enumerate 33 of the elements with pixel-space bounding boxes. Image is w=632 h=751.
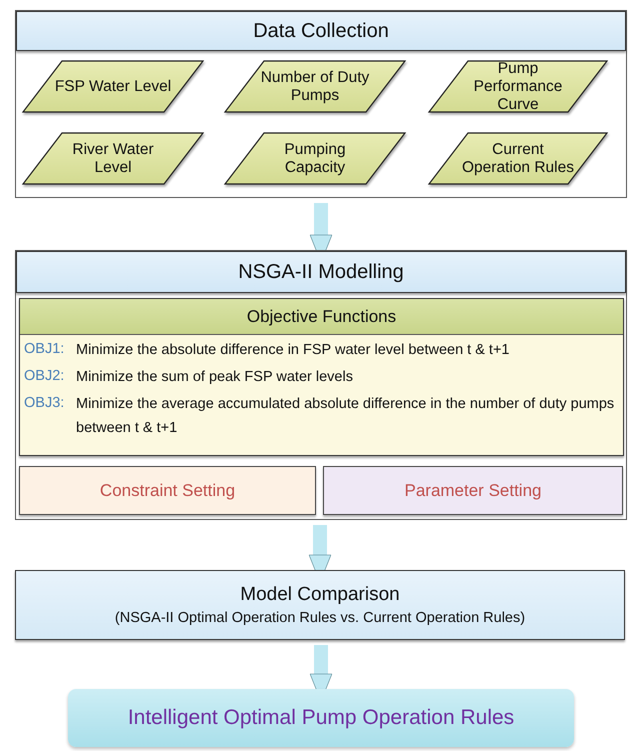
objective-tag: OBJ2: [24,366,76,389]
data-input-parallelogram [428,132,608,186]
objective-tag: OBJ1: [24,339,76,362]
objective-text: Minimize the sum of peak FSP water levels [76,368,353,387]
input-label: Pump Performance Curve [472,60,564,114]
process-subtitle: (NSGA-II Optimal Operation Rules vs. Current Operation Rules) [114,610,526,626]
data-input-parallelogram [428,60,608,114]
process-title: Model Comparison [240,584,400,606]
data-input-parallelogram [22,132,204,186]
input-label: River Water Level [71,141,155,177]
input-label: FSP Water Level [54,78,172,96]
result-box [68,689,574,747]
data-input-parallelogram [224,60,406,114]
objectives-title: Objective Functions [246,306,396,326]
setting-box [323,466,623,515]
section-title: NSGA-II Modelling [238,260,404,284]
input-label: Current Operation Rules [460,141,575,177]
data-input-parallelogram [224,132,406,186]
input-label: Pumping Capacity [283,141,347,177]
objective-text: Minimize the absolute difference in FSP water level between t & t+1 [76,341,510,360]
objective-text: Minimize the average accumulated absolute difference in the number of duty pumps between t & t+1 [76,395,616,438]
section-panel [15,10,627,198]
section-title: Data Collection [253,20,389,42]
input-label: Number of Duty Pumps [260,69,370,105]
setting-label: Constraint Setting [100,480,236,500]
section-panel [15,250,627,520]
setting-label: Parameter Setting [404,480,542,500]
data-input-parallelogram [22,60,204,114]
objectives-box [19,298,624,456]
objective-tag: OBJ3: [24,393,76,440]
setting-box [19,466,316,515]
result-label: Intelligent Optimal Pump Operation Rules [128,706,514,730]
process-box [15,570,625,640]
